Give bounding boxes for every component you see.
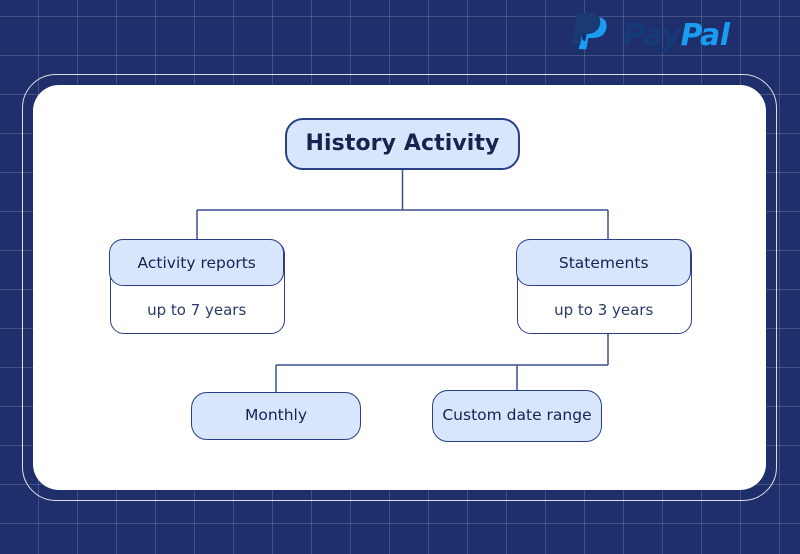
paypal-word-pal: Pal — [680, 18, 730, 53]
node-activity-reports-body: up to 7 years — [111, 288, 282, 331]
node-activity-reports-label: Activity reports — [137, 253, 256, 272]
node-history-activity-label: History Activity — [305, 130, 500, 156]
node-statements-body: up to 3 years — [518, 288, 689, 331]
node-statements-header[interactable]: Statements — [516, 239, 692, 287]
node-activity-reports-header[interactable]: Activity reports — [109, 239, 285, 287]
node-statements-detail: up to 3 years — [554, 300, 654, 319]
node-statements-label: Statements — [558, 253, 649, 272]
node-activity-reports-detail: up to 7 years — [147, 300, 247, 319]
paypal-word-pay: Pay — [623, 18, 681, 53]
content-card: History Activity Activity reports up to … — [33, 85, 766, 490]
connector-lines — [196, 170, 609, 392]
node-custom-date-range[interactable]: Custom date range — [432, 390, 602, 442]
paypal-logo: PayPal — [572, 13, 730, 59]
node-history-activity[interactable]: History Activity — [285, 118, 520, 170]
node-monthly[interactable]: Monthly — [191, 392, 361, 440]
paypal-monogram-icon — [572, 13, 607, 50]
node-statements[interactable]: Statements up to 3 years — [516, 239, 692, 334]
node-activity-reports[interactable]: Activity reports up to 7 years — [109, 239, 285, 334]
node-custom-date-range-label: Custom date range — [442, 406, 592, 425]
paypal-wordmark: PayPal — [623, 21, 730, 51]
node-monthly-label: Monthly — [244, 406, 308, 425]
